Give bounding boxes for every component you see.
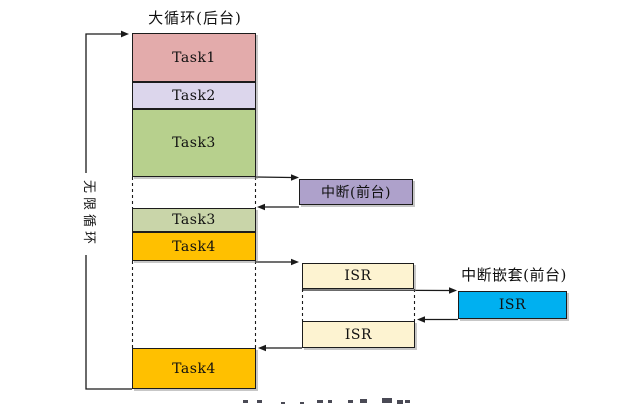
clipped-caption-fragment	[397, 400, 403, 404]
task-box-task4-resumed: Task4	[132, 348, 256, 389]
interrupt-box: 中断(前台)	[299, 179, 413, 205]
task-box-task3: Task3	[132, 109, 256, 177]
clipped-caption-fragment	[281, 402, 285, 404]
clipped-caption-fragment	[257, 400, 262, 403]
isr-box-nested: ISR	[458, 291, 567, 319]
clipped-caption-fragment	[328, 400, 332, 403]
clipped-caption-fragment	[405, 400, 410, 403]
clipped-caption-fragment	[360, 399, 367, 403]
isr-box-first: ISR	[302, 263, 414, 289]
task-box-task2: Task2	[132, 82, 256, 109]
infinite-loop-label: 无限循环	[81, 179, 96, 248]
isr-box-second: ISR	[302, 321, 415, 348]
clipped-caption-fragment	[317, 400, 323, 403]
task-box-task3-resumed: Task3	[132, 208, 256, 232]
clipped-caption-fragment	[382, 398, 392, 403]
clipped-caption-fragment	[243, 400, 248, 403]
background-loop-title: 大循环(后台)	[148, 9, 242, 27]
clipped-caption-fragment	[348, 400, 353, 403]
nested-interrupt-title: 中断嵌套(前台)	[461, 266, 567, 284]
task-box-task4: Task4	[132, 232, 256, 261]
task-box-task1: Task1	[132, 33, 256, 82]
clipped-caption-fragment	[300, 402, 304, 404]
